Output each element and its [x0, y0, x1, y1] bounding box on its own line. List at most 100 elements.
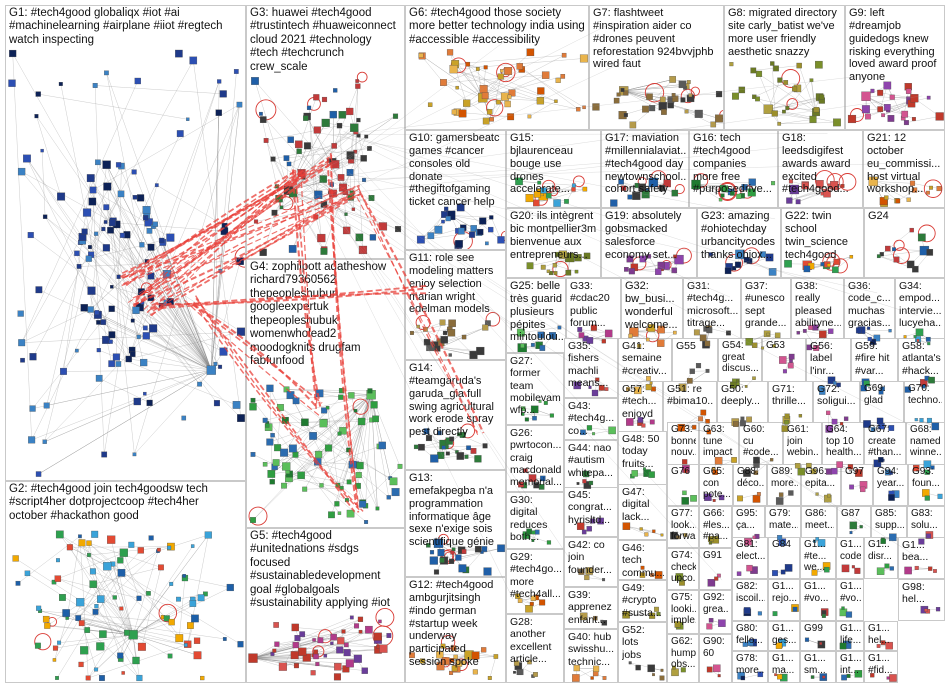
vertex-node — [95, 310, 99, 314]
vertex-node — [96, 320, 100, 324]
vertex-node — [508, 95, 512, 99]
vertex-node — [221, 228, 228, 235]
vertex-node — [135, 78, 141, 84]
vertex-node — [30, 406, 36, 412]
vertex-node — [301, 419, 308, 426]
vertex-node — [784, 80, 788, 84]
vertex-node — [479, 218, 486, 225]
group-cell-g21: G21: 12 october eu_commissi... host virt… — [863, 130, 945, 208]
vertex-node — [451, 551, 455, 555]
vertex-node — [186, 118, 189, 121]
group-cell-g16: G16: tech #tech4good companies more free… — [689, 130, 778, 208]
group-cell-g1x13: G1... int... — [836, 651, 864, 683]
group-label-g65: G65: con pote... — [703, 466, 730, 501]
vertex-node — [783, 369, 787, 373]
intra-edge — [211, 72, 236, 371]
group-label-g89: G89: more... — [771, 466, 798, 489]
vertex-node — [850, 522, 857, 529]
vertex-node — [184, 643, 187, 646]
vertex-node — [103, 244, 110, 251]
group-cell-g92: G92: grea... — [699, 590, 732, 634]
vertex-node — [530, 602, 534, 606]
vertex-node — [214, 400, 220, 406]
vertex-node — [927, 96, 930, 99]
vertex-node — [708, 579, 715, 586]
intra-edge — [455, 55, 564, 64]
vertex-node — [147, 228, 152, 233]
group-label-g19: G19: absolutely gobsmacked salesforce ec… — [605, 210, 694, 261]
vertex-node — [194, 652, 202, 660]
vertex-node — [190, 600, 196, 606]
vertex-node — [447, 49, 453, 55]
vertex-node — [797, 63, 802, 68]
intra-edge — [185, 578, 230, 588]
group-cell-g2: G2: #tech4good join tech4goodsw tech #sc… — [5, 481, 246, 683]
intra-edge — [787, 80, 811, 108]
intra-edge — [22, 310, 91, 343]
vertex-node — [158, 565, 164, 571]
intra-edge — [45, 328, 154, 442]
vertex-node — [205, 532, 212, 539]
vertex-node — [81, 304, 88, 311]
intra-edge — [624, 84, 683, 91]
vertex-node — [94, 232, 98, 236]
vertex-node — [507, 114, 514, 121]
vertex-node — [392, 488, 400, 496]
vertex-node — [487, 109, 492, 114]
group-label-g80: G80: fello... — [736, 623, 765, 646]
vertex-node — [219, 269, 223, 273]
vertex-node — [97, 596, 104, 603]
vertex-node — [344, 649, 351, 656]
vertex-node — [132, 170, 137, 175]
vertex-node — [289, 189, 297, 197]
group-label-g64: G64: top 10 health... — [826, 424, 861, 459]
vertex-node — [354, 624, 359, 629]
vertex-node — [90, 581, 97, 588]
vertex-node — [862, 105, 870, 113]
vertex-node — [137, 675, 143, 681]
vertex-node — [842, 565, 849, 572]
vertex-node — [317, 234, 325, 242]
vertex-node — [76, 615, 81, 620]
vertex-node — [86, 676, 91, 681]
vertex-node — [292, 624, 299, 631]
vertex-node — [95, 604, 99, 608]
vertex-node — [650, 420, 655, 425]
vertex-node — [364, 520, 368, 524]
vertex-node — [133, 195, 137, 199]
vertex-node — [167, 234, 175, 242]
vertex-node — [624, 113, 628, 117]
intra-edge — [45, 402, 138, 442]
vertex-node — [541, 265, 546, 270]
vertex-node — [860, 487, 865, 492]
vertex-node — [914, 335, 917, 338]
vertex-node — [18, 168, 25, 175]
group-label-g1x2: G1... code... — [840, 539, 861, 562]
group-label-g2: G2: #tech4good join tech4goodsw tech #sc… — [9, 483, 243, 523]
vertex-node — [786, 106, 790, 110]
vertex-node — [661, 669, 664, 672]
vertex-node — [120, 233, 125, 238]
vertex-node — [793, 607, 798, 612]
vertex-node — [387, 495, 391, 499]
vertex-node — [482, 325, 488, 331]
vertex-node — [282, 463, 290, 471]
vertex-node — [471, 448, 476, 453]
vertex-node — [906, 89, 911, 94]
vertex-node — [850, 531, 853, 534]
vertex-node — [338, 174, 344, 180]
vertex-node — [417, 325, 420, 328]
vertex-node — [356, 472, 362, 478]
vertex-node — [629, 662, 632, 665]
vertex-node — [428, 233, 434, 239]
group-label-g43: G43: #tech4g... co... — [568, 400, 615, 437]
group-label-g32: G32: bw_busi... wonderful welcome... — [625, 280, 680, 331]
vertex-node — [938, 494, 943, 499]
group-label-g39: G39: apprenez enfant... — [568, 589, 615, 626]
vertex-node — [16, 581, 20, 585]
vertex-node — [80, 646, 88, 654]
vertex-node — [442, 446, 446, 450]
vertex-node — [63, 609, 70, 616]
group-cell-g66: G66: #les... #pa... — [699, 506, 732, 548]
group-cell-g5: G5: #tech4good #unitednations #sdgs focu… — [246, 528, 405, 683]
